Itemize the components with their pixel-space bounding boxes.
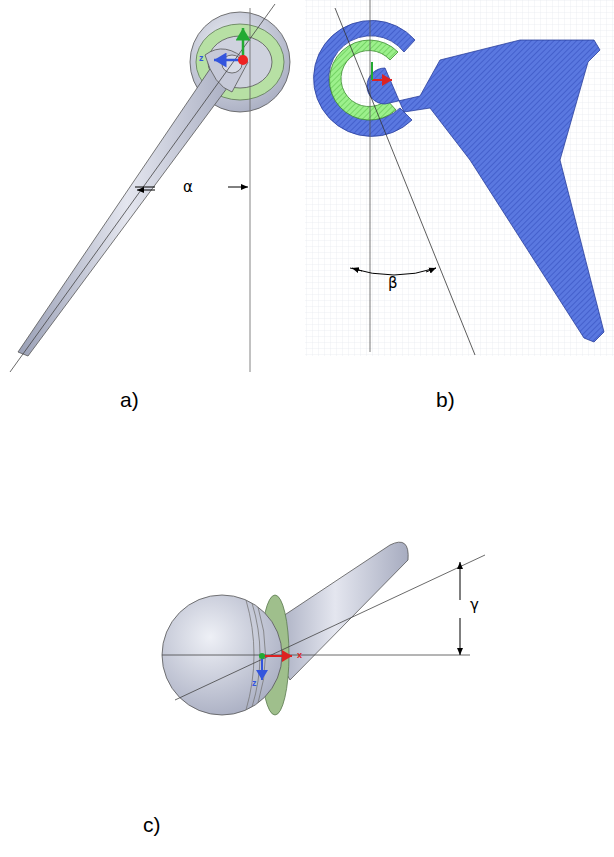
- angle-label: α: [183, 180, 193, 195]
- angle-label: γ: [470, 598, 479, 613]
- view-a: [10, 4, 290, 372]
- axis-label: z: [199, 54, 204, 63]
- axis-label: x: [297, 651, 302, 660]
- panel-caption: a): [120, 389, 139, 410]
- view-b: [305, 0, 614, 356]
- view-c: [162, 542, 485, 715]
- panel-caption: c): [143, 814, 161, 835]
- angle-label: β: [388, 276, 398, 291]
- axis-label: z: [252, 679, 257, 688]
- panel-caption: b): [436, 389, 455, 410]
